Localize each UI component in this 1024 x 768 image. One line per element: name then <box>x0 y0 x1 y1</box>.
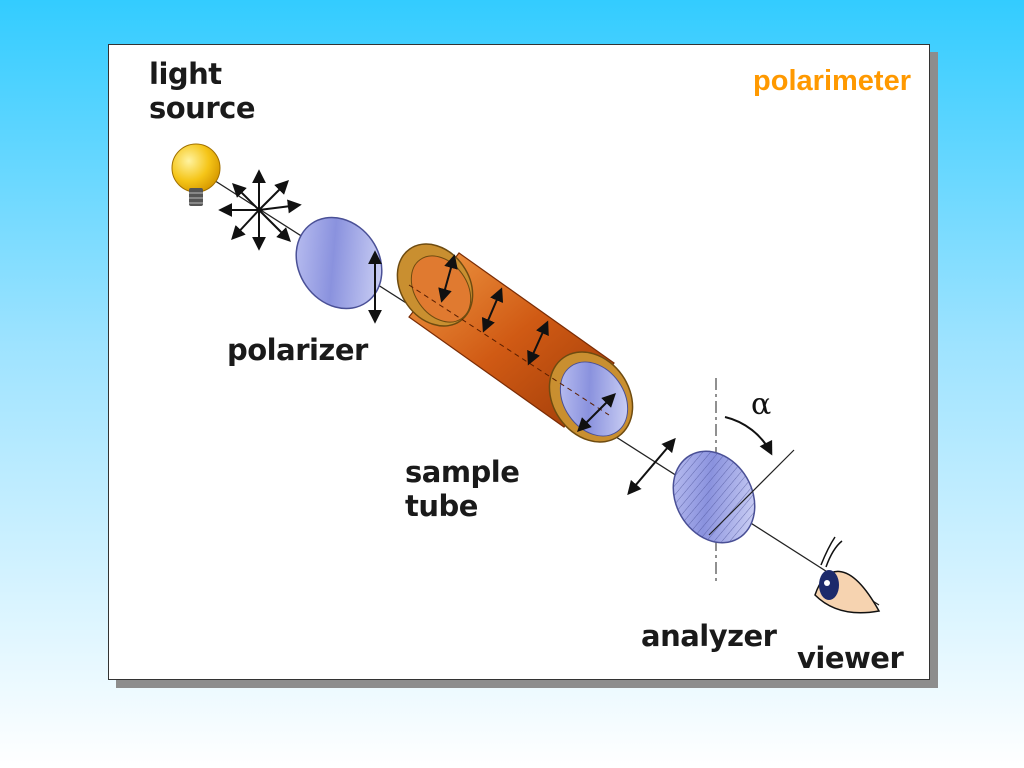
light-bulb-icon <box>171 143 221 206</box>
rotated-polarization-arrow-icon <box>627 437 676 496</box>
polarizer-disk <box>295 216 383 324</box>
diagram-panel: polarimeter light source polarizer sampl… <box>108 44 930 680</box>
polarizer-label: polarizer <box>227 333 368 367</box>
sample-tube <box>396 243 634 443</box>
unpolarized-light-star-icon <box>218 169 302 251</box>
diagram-title: polarimeter <box>753 65 911 97</box>
polarimeter-diagram <box>171 143 881 614</box>
sample-tube-label: sample tube <box>405 455 520 523</box>
angle-alpha-label: α <box>751 387 772 422</box>
eye-icon <box>814 536 881 614</box>
light-source-label: light source <box>149 57 256 125</box>
analyzer-label: analyzer <box>641 619 777 653</box>
analyzer-disk <box>672 378 795 585</box>
viewer-label: viewer <box>797 641 904 675</box>
